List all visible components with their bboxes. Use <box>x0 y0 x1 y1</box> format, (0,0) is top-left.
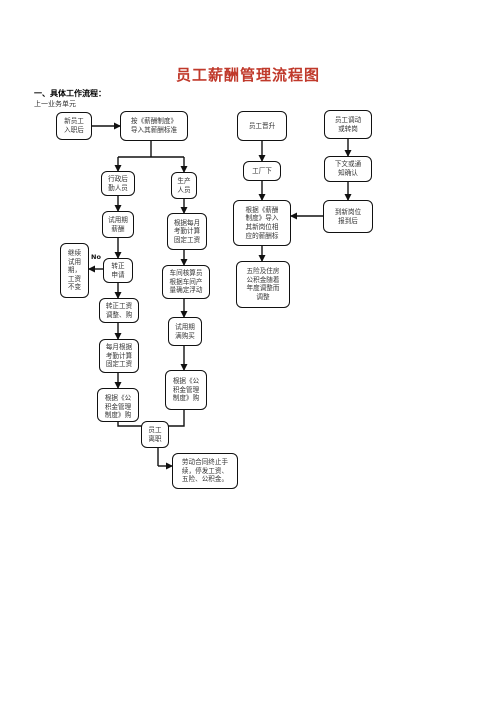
node-monthly-fixed-wage-a: 根据每月 考勤计算 固定工资 <box>167 213 207 250</box>
node-promotion: 员工晋升 <box>237 111 287 141</box>
node-terminate: 劳动合同终止手 续，停发工资、 五险、公积金。 <box>172 453 238 489</box>
node-probation-pay: 试用期 薪酬 <box>102 211 134 238</box>
node-continue-probation: 继续 试用 期， 工资 不变 <box>60 243 89 298</box>
node-confirm-apply: 转正 申请 <box>103 258 133 283</box>
node-transfer: 员工调动 或转岗 <box>324 110 372 139</box>
node-fund-purchase-a: 根据《公 积金管理 制度》购 <box>97 388 139 422</box>
node-factory-notice: 工厂下 <box>243 161 281 181</box>
node-workshop-floating: 车间核算员 根据车间产 量确定浮动 <box>162 265 210 299</box>
node-production-staff: 生产 人员 <box>171 172 197 199</box>
section-heading: 一、具体工作流程： <box>34 88 106 98</box>
node-insurance-adjust: 五险及住房 公积金随着 年度调整而 调整 <box>236 261 290 308</box>
node-report-new-post: 到新岗位 报到后 <box>323 200 373 233</box>
node-import-standard: 按《薪酬制度》 导入其薪酬标准 <box>120 111 188 141</box>
node-resign: 员工 离职 <box>141 421 169 448</box>
node-issue-notice: 下文或通 知确认 <box>324 156 372 182</box>
sub-heading: 上一业务单元 <box>34 100 76 108</box>
node-new-employee: 新员工 入职后 <box>56 112 92 140</box>
page-title: 员工薪酬管理流程图 <box>175 66 320 84</box>
node-regular-adjust: 转正工资 调整、购 <box>99 298 139 323</box>
connector-import-split <box>118 141 184 158</box>
node-probation-expire: 试用期 满购买 <box>168 317 202 346</box>
node-new-position-pay: 根据《薪酬 制度》导入 其新岗位相 应的薪酬标 <box>233 200 291 246</box>
node-admin-staff: 行政后 勤人员 <box>101 171 135 196</box>
no-label: No <box>91 253 101 261</box>
node-fund-purchase-b: 根据《公 积金管理 制度》购 <box>165 370 207 410</box>
node-monthly-fixed-wage-b: 每月根据 考勤计算 固定工资 <box>99 339 139 373</box>
